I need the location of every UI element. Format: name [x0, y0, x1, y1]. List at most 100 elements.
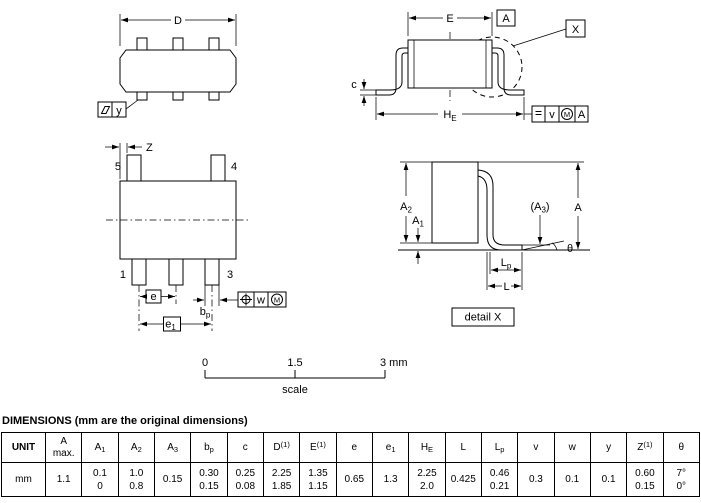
- position-symbol: [240, 293, 252, 306]
- detail-x-label-box: [451, 307, 515, 327]
- pin-3-label: 3: [227, 269, 233, 281]
- detail-view: A2 A1 (A3) A θ Lp L detai: [398, 161, 590, 327]
- cell-e1: 1.3: [371, 462, 410, 497]
- package-body-front: [119, 49, 237, 93]
- package-drawing: D y E A X: [97, 9, 590, 396]
- lead-foot: [136, 91, 148, 101]
- datum-a-box: [496, 9, 516, 27]
- col-e: e: [335, 432, 373, 463]
- circled-m-letter: M: [564, 110, 570, 119]
- tolerance-v-label: v: [549, 109, 555, 121]
- cell-y: 0.1: [589, 462, 628, 497]
- col-theta: θ: [662, 432, 701, 463]
- col-z: Z(1): [626, 432, 664, 463]
- cell-theta: 7°0°: [662, 462, 701, 497]
- lead-top: [172, 37, 184, 51]
- pin-2: [168, 258, 184, 286]
- dim-e1-label: e1: [165, 319, 176, 333]
- cell-a-max: 1.1: [44, 462, 83, 497]
- col-a3: A3: [153, 432, 192, 463]
- dim-c-label: c: [351, 79, 357, 91]
- col-d: D(1): [262, 432, 301, 463]
- symmetry-symbol: [535, 111, 542, 115]
- col-e-cap: E(1): [299, 432, 337, 463]
- pin-4-label: 4: [231, 161, 237, 173]
- dim-a2-label: A2: [400, 201, 412, 215]
- dimensions-heading: DIMENSIONS (mm are the original dimensio…: [2, 415, 248, 427]
- col-he: HE: [408, 432, 446, 463]
- col-w: w: [553, 432, 591, 463]
- tolerance-frame-bp: [237, 291, 287, 308]
- pin-5-label: 5: [115, 161, 121, 173]
- col-a1: A1: [81, 432, 119, 463]
- tolerance-w-label: w: [256, 295, 265, 307]
- pin-4: [210, 154, 226, 182]
- col-unit: UNIT: [1, 432, 46, 463]
- scale-bar: 0 1.5 3 mm scale: [202, 357, 408, 396]
- lead-top: [136, 37, 148, 51]
- circled-m-letter: M: [274, 296, 280, 305]
- datum-a-label: A: [502, 13, 510, 25]
- circled-m-icon: [561, 108, 573, 120]
- tolerance-datum-a: A: [578, 109, 586, 121]
- scale-tick-0: 0: [202, 357, 208, 369]
- col-lp: Lp: [480, 432, 519, 463]
- pin-5: [126, 154, 142, 182]
- dim-theta-label: θ: [567, 243, 573, 255]
- side-view: E A X c HE: [351, 9, 589, 123]
- lead-foot: [172, 91, 184, 101]
- cell-v: 0.3: [517, 462, 555, 497]
- datum-y-label: y: [116, 105, 122, 117]
- dim-a-label: A: [574, 202, 582, 214]
- body-section: [431, 161, 479, 244]
- dim-l-label: L: [503, 281, 509, 293]
- scale-caption: scale: [282, 384, 308, 396]
- tolerance-frame-he: [531, 105, 589, 123]
- flatness-symbol: [100, 106, 111, 114]
- col-a2: A2: [117, 432, 155, 463]
- dim-he-label: HE: [443, 109, 456, 123]
- lead-section: [477, 169, 523, 251]
- cell-a3: 0.15: [153, 462, 192, 497]
- dim-z-label: Z: [146, 142, 153, 154]
- pin-1-label: 1: [120, 269, 126, 281]
- pin-1: [131, 258, 147, 286]
- lead-top: [208, 37, 220, 51]
- circled-m-icon: [271, 293, 283, 306]
- top-view: Z 5 4 1 3 e bp: [105, 142, 287, 333]
- dim-d-label: D: [174, 15, 182, 27]
- scale-tick-end: 3 mm: [380, 357, 408, 369]
- scale-tick-mid: 1.5: [287, 357, 302, 369]
- col-c: c: [226, 432, 264, 463]
- dim-lp-label: Lp: [501, 257, 512, 271]
- cell-w: 0.1: [553, 462, 591, 497]
- dim-e-pitch-label: e: [150, 291, 156, 303]
- col-bp: bp: [190, 432, 228, 463]
- col-v: v: [517, 432, 555, 463]
- col-y: y: [589, 432, 628, 463]
- detail-x-caption: detail X: [465, 312, 502, 324]
- detail-x-marker: X: [572, 24, 580, 36]
- dim-a1-label: A1: [412, 215, 424, 229]
- front-view: D y: [97, 14, 237, 118]
- cell-e: 0.65: [335, 462, 373, 497]
- left-lead: [375, 47, 409, 96]
- dim-bp-label: bp: [200, 306, 211, 320]
- package-body-side: [407, 39, 493, 89]
- cell-unit: mm: [1, 462, 46, 497]
- right-lead: [491, 47, 525, 96]
